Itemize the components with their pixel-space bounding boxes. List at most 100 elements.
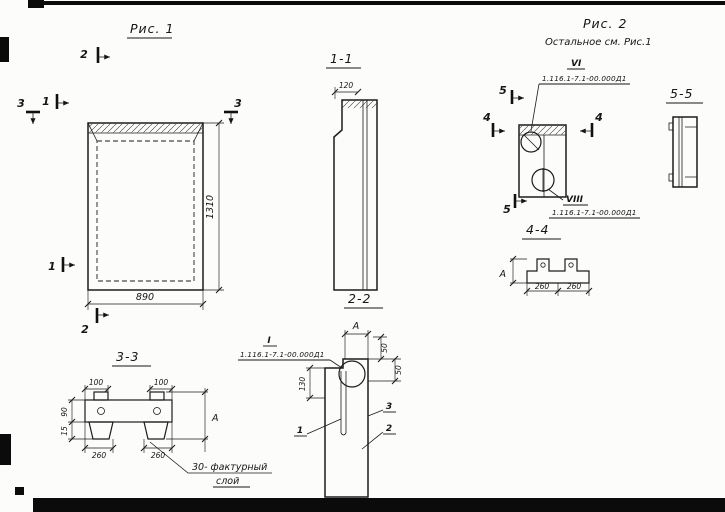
sec55-tab-bottom: [668, 173, 674, 182]
cut3-left-label: 3: [17, 97, 25, 110]
sec33-dim-left-lines: [68, 399, 93, 440]
sec33-note-leader: [149, 441, 272, 474]
sec33-dim260L-label: 260: [92, 451, 107, 460]
dim-120-ticks: [331, 88, 362, 96]
sec44-dimA-lines: [510, 258, 527, 284]
section-2-2: 2-2 А I 1.116.1-7.1-00.000Д1 50 50 130 1…: [238, 291, 403, 498]
sec44-title: 4-4: [526, 222, 549, 237]
dim-120-lines: [334, 87, 358, 99]
sec22-dim50-upper-label: 50: [380, 343, 389, 353]
detail-viii-leader: [547, 188, 564, 201]
sec33-dim-left-ticks: [68, 396, 76, 443]
dim-890-lines: [87, 290, 204, 310]
cut4-left-label: 4: [482, 111, 491, 124]
sec44-dim260-right-label: 260: [567, 282, 582, 291]
sec33-dim100R-ticks: [146, 385, 176, 393]
sec33-dim100L-ticks: [81, 385, 112, 393]
sec22-dimA-lines: [344, 330, 369, 359]
detail-viii-label: VIII: [566, 195, 584, 205]
sec44-dim260-left-label: 260: [535, 282, 550, 291]
fig2-subtitle: Остальное см. Рис.1: [545, 37, 652, 48]
sec33-dimA-lines: [166, 388, 208, 452]
cut5-top-label: 5: [499, 84, 507, 97]
sec22-dim130-lines: [306, 367, 325, 399]
panel-corner-diagonals: [87, 122, 204, 142]
scan-bottom-line: [33, 498, 725, 512]
sec22-outline: [324, 358, 369, 498]
sec44-hole-left: [540, 262, 546, 268]
sec44-dim260-lines: [526, 283, 590, 296]
fig2-title: Рис. 2: [583, 16, 627, 31]
fig1-title: Рис. 1: [130, 21, 174, 36]
sec44-dimA-ticks: [509, 255, 517, 287]
sec22-anchor-loop: [340, 371, 347, 436]
sec44-hole-right: [568, 262, 574, 268]
scan-left-blob-1: [0, 37, 9, 62]
sec22-detail-leader: [329, 359, 343, 369]
sec33-dim100L-label: 100: [89, 378, 104, 387]
sec22-dim50-lower-label: 50: [394, 365, 403, 375]
panel-outline: [87, 122, 204, 291]
figure-1: Рис. 1 2 1 3 3 1 2 1310 890: [17, 21, 242, 336]
sec33-title: 3-3: [116, 349, 139, 364]
sec22-dim130-ticks: [306, 364, 314, 402]
sec33-dimA-label: А: [211, 413, 219, 424]
sec11-title: 1-1: [330, 51, 353, 66]
sec11-top-hatch: [342, 100, 377, 109]
cut4-right-label: 4: [594, 111, 603, 124]
cut1-bottom-label: 1: [48, 260, 56, 273]
cut2-top-label: 2: [80, 48, 88, 61]
detail-vi-doc: 1.116.1-7.1-00.000Д1: [542, 74, 627, 83]
sec22-title: 2-2: [348, 291, 371, 306]
dim-1310-label: 1310: [205, 195, 216, 219]
figure-2: Рис. 2 Остальное см. Рис.1 VI 1.116.1-7.…: [482, 16, 652, 219]
dim-120-label: 120: [339, 81, 354, 90]
section-1-1: 1-1 120: [326, 51, 378, 291]
scan-bottom-dash: [15, 487, 24, 495]
sec33-dim260R-label: 260: [151, 451, 166, 460]
sec33-note-line1: 30- фактурный: [192, 462, 267, 473]
cut5-bottom-label: 5: [503, 203, 511, 216]
sec33-slab: [84, 399, 173, 423]
sec44-outline: [526, 258, 590, 284]
detail-vi-circle-line: [523, 134, 540, 151]
sec33-note-line2: слой: [216, 476, 239, 487]
sec55-tab-top: [668, 122, 674, 131]
sec33-tab-left: [93, 391, 109, 401]
sec55-inner-lines: [678, 117, 697, 187]
sec22-callout-3: 3: [386, 402, 392, 412]
sec33-tab-right: [149, 391, 165, 401]
section-3-3: 3-3 100 100 90 15 260 260 А 30- фактурны…: [60, 349, 272, 488]
detail-vi-label: VI: [571, 59, 582, 69]
sec11-profile-outline: [333, 99, 378, 291]
sec22-callout-3-leader: [367, 409, 384, 417]
dim-1310-lines: [203, 122, 224, 291]
sec33-hole-left: [97, 407, 105, 415]
sec55-outline: [672, 116, 698, 188]
sec11-inner-lines: [341, 100, 368, 290]
sec33-hole-right: [153, 407, 161, 415]
dim-1310-ticks: [215, 119, 223, 294]
fig2-view-hatch: [519, 125, 566, 135]
sec33-dim90-label: 90: [60, 407, 69, 417]
section-4-4: 4-4 А 260 260: [499, 222, 593, 296]
sec22-detail-label: I: [267, 336, 271, 346]
sec22-detail-circle: [338, 360, 366, 388]
cut3-right-label: 3: [234, 97, 242, 110]
panel-top-hatch: [88, 123, 203, 133]
sec22-callout-2-leader: [361, 431, 384, 450]
cut1-top-label: 1: [42, 95, 50, 108]
detail-vi-leader: [530, 83, 540, 132]
sec22-dim50-ticks: [377, 333, 399, 385]
sec22-dim130-label: 130: [298, 377, 307, 392]
sec22-callout-1: 1: [297, 426, 303, 436]
sec33-dim15-label: 15: [60, 426, 69, 436]
detail-vi-circle: [520, 131, 542, 153]
sec33-foot-left: [88, 421, 114, 440]
sec44-dim260-ticks: [523, 287, 593, 295]
sec55-title: 5-5: [670, 86, 693, 101]
cut2-bottom-label: 2: [81, 323, 89, 336]
